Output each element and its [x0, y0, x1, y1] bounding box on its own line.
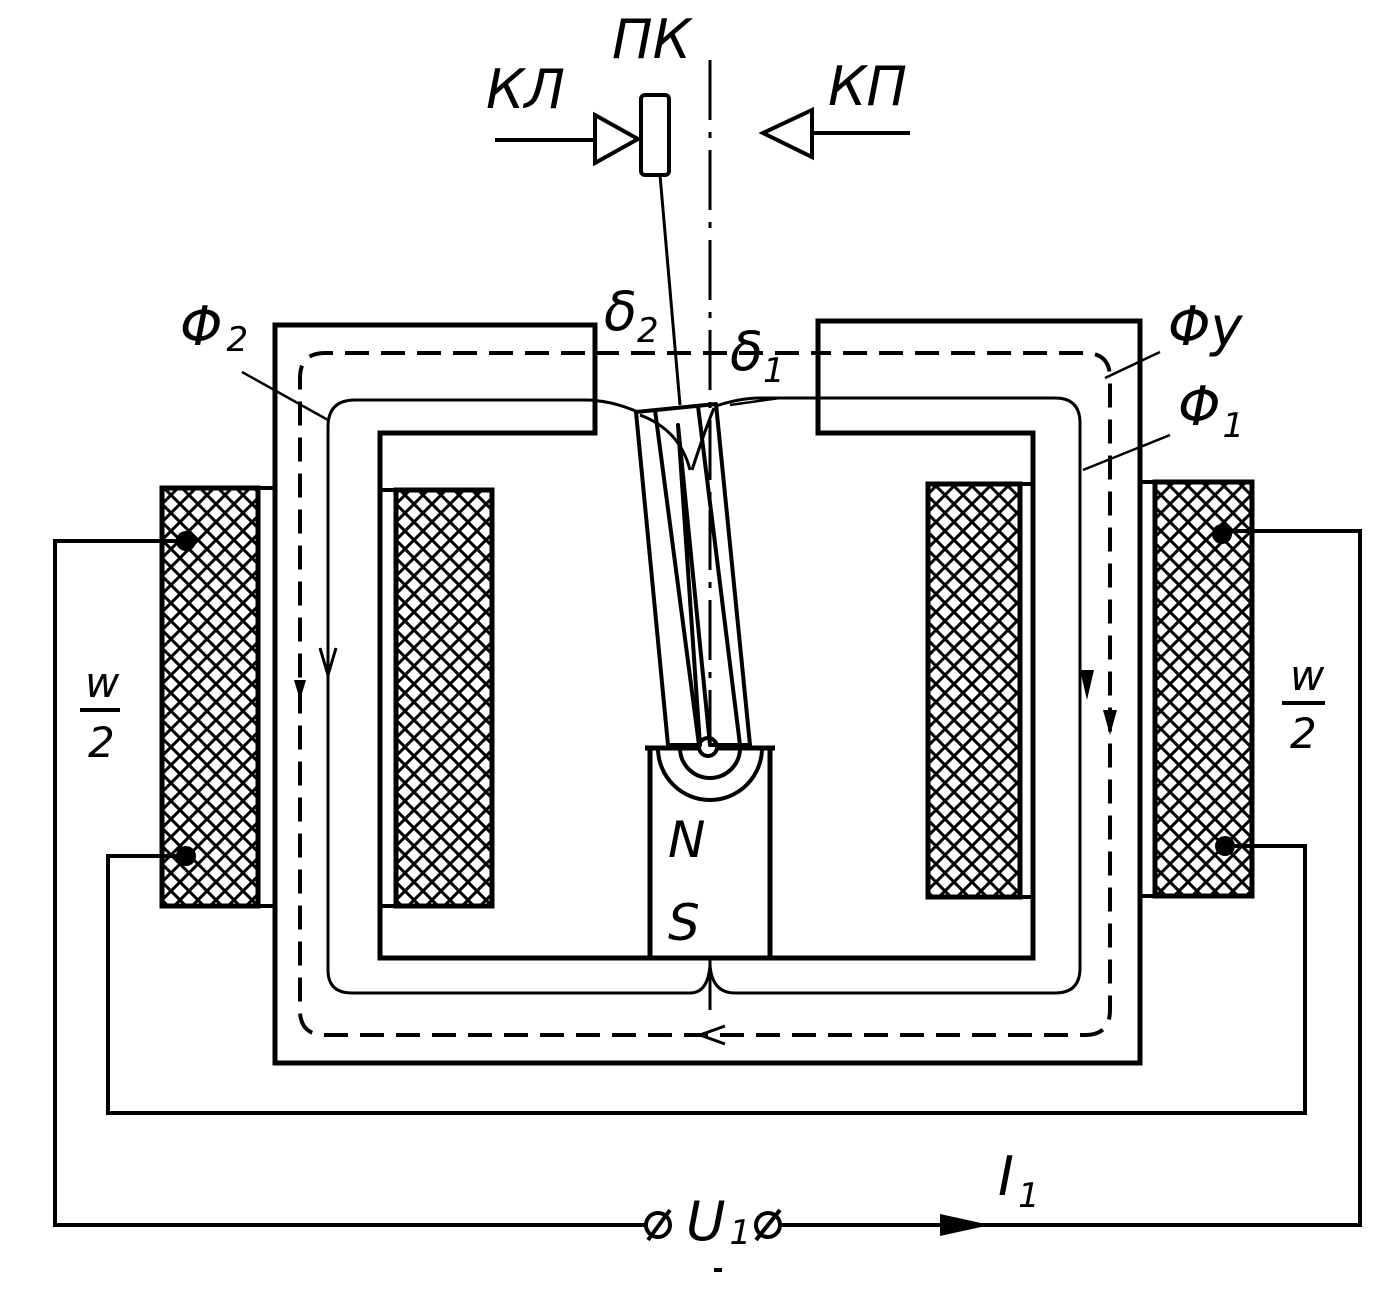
coil-left-outer [159, 485, 261, 909]
wire-outer [53, 529, 1362, 1227]
coil-right-inner [925, 481, 1023, 900]
flux-phi-2 [326, 398, 712, 995]
label-delta2: δ2 [604, 280, 659, 351]
coil-left-inner [393, 487, 495, 909]
terminal-dot [1212, 524, 1232, 544]
armature [634, 402, 752, 747]
label-magnet-n: N [668, 811, 705, 869]
label-w-right-num: w [1290, 651, 1325, 700]
flux-arrow [695, 1024, 726, 1046]
current-arrow [940, 1214, 990, 1236]
flux-phi-y [298, 351, 1112, 1037]
label-pk: ПК [612, 8, 694, 71]
right-contact-triangle [758, 106, 814, 161]
coil-right-outer [1152, 479, 1255, 899]
label-w-right-den: 2 [1290, 709, 1317, 758]
label-kl: КЛ [486, 58, 565, 121]
left-contact-triangle [593, 111, 643, 167]
pivot-arc [656, 747, 764, 802]
wire-inner [106, 844, 1307, 1115]
label-magnet-s: S [668, 894, 700, 952]
label-w-left-den: 2 [88, 718, 115, 767]
label-delta1: δ1 [730, 320, 785, 391]
contact-rod [658, 174, 682, 406]
label-phiy: Φу [1168, 295, 1244, 358]
flux-phi-1 [708, 396, 1082, 995]
label-w-left-num: w [85, 658, 120, 707]
movable-contact [639, 93, 671, 177]
label-phi1: Φ1 [1178, 375, 1244, 446]
label-kp: КП [828, 55, 907, 118]
